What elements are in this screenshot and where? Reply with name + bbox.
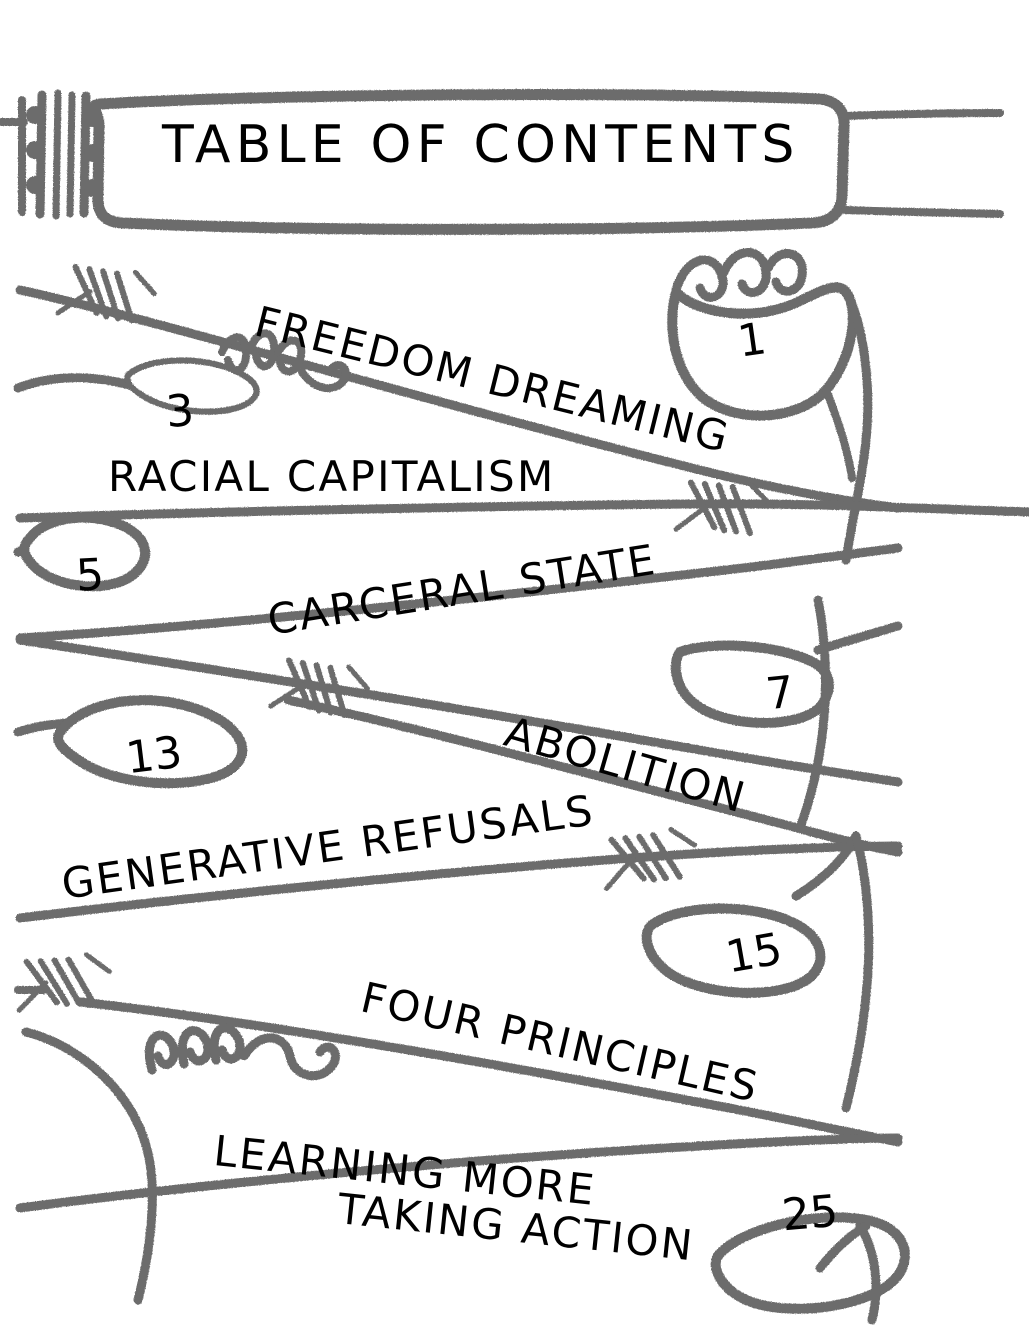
page-number-5: 5 bbox=[74, 549, 106, 602]
leaf-icon bbox=[710, 1212, 910, 1314]
leaf-icon bbox=[53, 695, 248, 789]
page-number-13: 13 bbox=[123, 726, 185, 785]
page-number-25: 25 bbox=[779, 1185, 841, 1242]
page-number-7: 7 bbox=[763, 666, 797, 721]
leaf-icon bbox=[641, 903, 826, 998]
leaf-icon bbox=[19, 512, 150, 592]
leaf-icon bbox=[670, 640, 834, 728]
page-number-15: 15 bbox=[721, 923, 787, 984]
toc-entry-racial-capitalism[interactable]: RACIAL CAPITALISM bbox=[108, 452, 556, 501]
barbed-wire-clasp-icon bbox=[18, 89, 102, 220]
page-title: TABLE OF CONTENTS bbox=[162, 115, 800, 175]
page-number-3: 3 bbox=[164, 385, 196, 438]
